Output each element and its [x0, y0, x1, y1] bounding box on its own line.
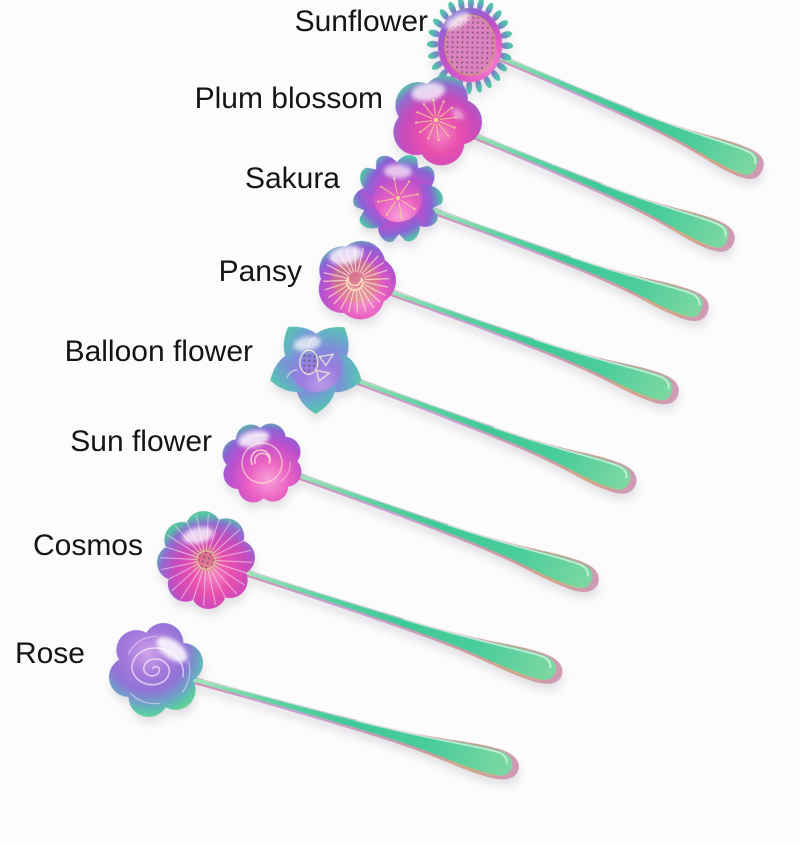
spoon-bowl [264, 315, 368, 415]
plum-blossom-spoon-image [393, 75, 735, 252]
spoon-bowl [393, 75, 482, 166]
rose-spoon-image [108, 623, 519, 780]
spoon-handle [467, 130, 735, 252]
spoon-bowl [157, 511, 255, 609]
sunflower-spoon-image [426, 0, 764, 179]
spoon-bowl [349, 150, 446, 243]
sun-flower-spoon-image [222, 423, 599, 592]
spoon-label-sakura: Sakura [244, 162, 340, 195]
spoon-label-pansy: Pansy [218, 255, 302, 288]
spoon-bowl [426, 0, 514, 94]
spoon-label-balloon-flower: Balloon flower [64, 335, 253, 368]
spoon-handle [293, 471, 599, 592]
product-photo: Sunflower Plum blossom Sakura Pansy Ball… [14, 0, 764, 780]
balloon-flower-spoon-image [264, 315, 637, 494]
spoon-label-plum-blossom: Plum blossom [194, 82, 383, 115]
spoon-bowl [222, 423, 302, 503]
spoon-handle [492, 52, 764, 179]
spoon-label-sunflower: Sunflower [294, 5, 428, 38]
spoon-handle [383, 286, 679, 405]
cosmos-spoon-image [157, 511, 563, 684]
sakura-spoon-image [349, 150, 709, 321]
spoon-bowl [318, 240, 396, 320]
pansy-spoon-image [318, 240, 679, 405]
spoon-handle [430, 207, 709, 321]
spoon-label-cosmos: Cosmos [32, 529, 143, 562]
spoon-label-rose: Rose [14, 637, 85, 670]
spoon-bowl [108, 623, 204, 717]
spoon-handle [348, 375, 637, 494]
spoon-handle [242, 568, 563, 684]
spoon-handle [191, 676, 519, 780]
spoon-label-sun-flower: Sun flower [70, 425, 212, 458]
